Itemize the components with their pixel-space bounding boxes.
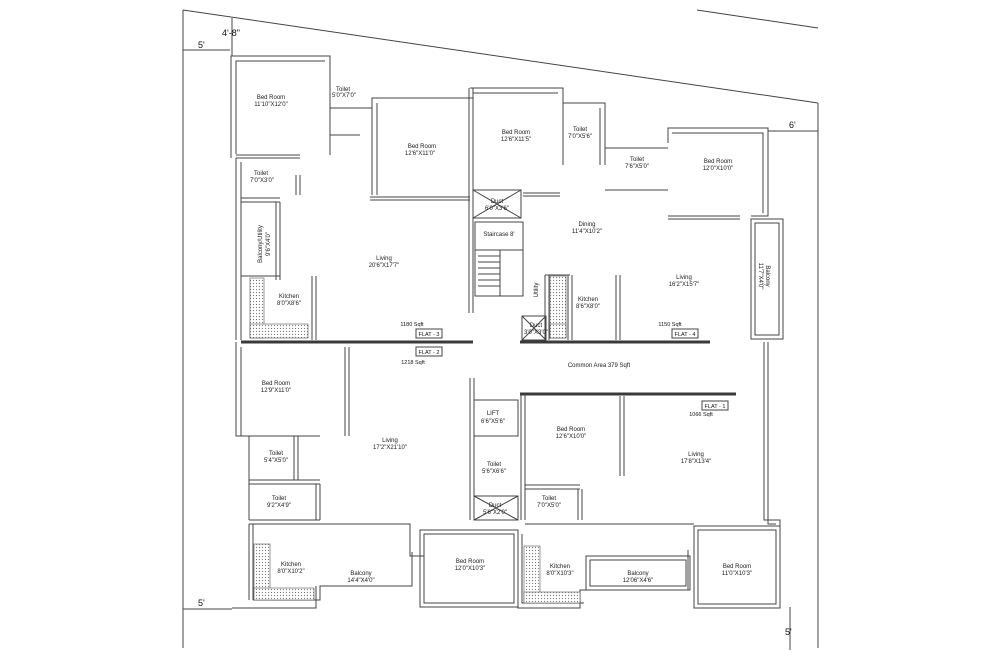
room-name: Toilet	[269, 451, 283, 457]
dimension-left-bottom: 5'	[198, 598, 205, 608]
room-size: 11'4"X10'2"	[572, 229, 602, 235]
room-name: Balcony	[627, 571, 648, 577]
room-name: Kitchen	[578, 297, 598, 303]
room-size: 12'0"X10'0"	[703, 166, 734, 172]
flat-1-tag-box	[701, 400, 729, 411]
room-size: 5'4"X5'0"	[264, 458, 288, 464]
flat-2-area: 1218 Sqft	[401, 360, 425, 366]
room-name: Toilet	[254, 171, 268, 177]
flat-1-tag: FLAT - 1	[705, 404, 726, 410]
flat-4-tag-box	[671, 328, 699, 339]
room-size: 14'4"X4'0"	[347, 578, 374, 584]
room-name: Common Area 379 Sqft	[568, 363, 631, 369]
room-size: 7'6"X5'0"	[625, 164, 649, 170]
room-name: Bed Room	[704, 159, 732, 165]
room-name: Living	[376, 256, 392, 262]
room-name: Bed Room	[456, 559, 484, 565]
room-name: Living	[676, 275, 692, 281]
room-size: 20'6"X17'7"	[369, 263, 400, 269]
room-size: 5'6"X6'6"	[482, 469, 506, 475]
walls	[230, 55, 784, 609]
room-size: 7'0"X5'6"	[568, 134, 592, 140]
room-size: 8'0"X10'3"	[546, 571, 573, 577]
room-size: 11'10"X12'0"	[254, 102, 287, 108]
room-size: 8'0"X10'2"	[277, 569, 304, 575]
room-size: 5'0"X7'0"	[332, 93, 356, 99]
site-boundary	[182, 9, 819, 648]
flat-3-tag-box	[415, 328, 443, 339]
room-name: Bed Room	[723, 564, 751, 570]
room-size: 12'06"X4'6"	[623, 578, 654, 584]
room-name: Balcony/Utility	[258, 225, 264, 263]
kitchen-counters	[249, 275, 581, 604]
room-size: 12'6"X11'0"	[405, 151, 435, 157]
room-name: Toilet	[487, 462, 501, 468]
room-name: Staircase 8'	[483, 232, 514, 238]
room-name: Living	[688, 452, 704, 458]
dimension-markers: 4'-8" 5' 6' 5' 5'	[183, 18, 818, 650]
room-name: Toilet	[573, 127, 587, 133]
room-name: Bed Room	[502, 130, 530, 136]
room-size: 11'7"X4'0"	[757, 263, 763, 290]
room-size: 3'0"X3'0"	[524, 330, 548, 336]
room-name: Living	[382, 438, 398, 444]
flat-1-area: 1066 Sqft	[689, 412, 713, 418]
room-size: 17'2"X21'10"	[373, 445, 407, 451]
room-size: 6'6"X5'6"	[481, 419, 505, 425]
room-size: 7'0"X5'0"	[537, 503, 561, 509]
room-size: 8'0"X8'6"	[277, 301, 301, 307]
room-name: Bed Room	[257, 95, 285, 101]
room-name: Dining	[578, 222, 595, 228]
room-name: Duct	[530, 323, 543, 329]
room-name: Duct	[491, 199, 504, 205]
room-size: 9'2"X4'9"	[267, 503, 291, 509]
flat-2-tag-box	[415, 346, 443, 357]
room-size: 16'2"X15'7"	[669, 282, 700, 288]
dimension-right-top: 6'	[789, 120, 796, 130]
flat-4-area: 1150 Sqft	[658, 322, 682, 328]
room-name: Duct	[489, 503, 502, 509]
flat-2-tag: FLAT - 2	[419, 350, 440, 356]
room-size: 17'8"X13'4"	[681, 459, 712, 465]
room-name: Toilet	[630, 157, 644, 163]
room-name: Bed Room	[408, 144, 436, 150]
room-name: Balcony	[764, 265, 770, 286]
room-name: Toilet	[272, 496, 286, 502]
room-name: Bed Room	[262, 381, 290, 387]
room-size: 5'6"X2'0"	[483, 510, 507, 516]
room-size: 12'6"X10'0"	[556, 434, 587, 440]
room-name: Toilet	[542, 496, 556, 502]
room-size: 12'0"X10'3"	[455, 566, 486, 572]
room-size: 8'6"X8'0"	[576, 304, 600, 310]
room-name: LIFT	[487, 411, 500, 417]
room-name: Kitchen	[281, 562, 301, 568]
flat-3-area: 1180 Sqft	[400, 322, 424, 328]
room-size: 12'9"X11'0"	[261, 388, 291, 394]
dimension-top-offset: 4'-8"	[222, 28, 240, 38]
room-size: 12'6"X11'5"	[501, 137, 531, 143]
room-name: Kitchen	[550, 564, 570, 570]
room-size: 7'0"X3'0"	[250, 178, 274, 184]
room-name: Bed Room	[557, 427, 585, 433]
room-size: 11'0"X10'3"	[722, 571, 752, 577]
room-labels: Bed Room 11'10"X12'0" Toilet 5'0"X7'0" B…	[250, 87, 770, 584]
dimension-right-bottom: 5'	[785, 627, 792, 637]
dimension-left-top: 5'	[198, 40, 205, 50]
flat-tags: 1180 Sqft FLAT - 3 1150 Sqft FLAT - 4 FL…	[400, 322, 729, 418]
room-name: Kitchen	[279, 294, 299, 300]
room-size: 9'6"X4'0"	[266, 232, 272, 256]
flat-3-tag: FLAT - 3	[419, 332, 440, 338]
room-size: 6'0"X3'6"	[485, 206, 509, 212]
room-name: Utility	[534, 283, 540, 298]
room-name: Balcony	[350, 571, 371, 577]
room-name: Toilet	[336, 87, 350, 93]
flat-4-tag: FLAT - 4	[675, 332, 696, 338]
